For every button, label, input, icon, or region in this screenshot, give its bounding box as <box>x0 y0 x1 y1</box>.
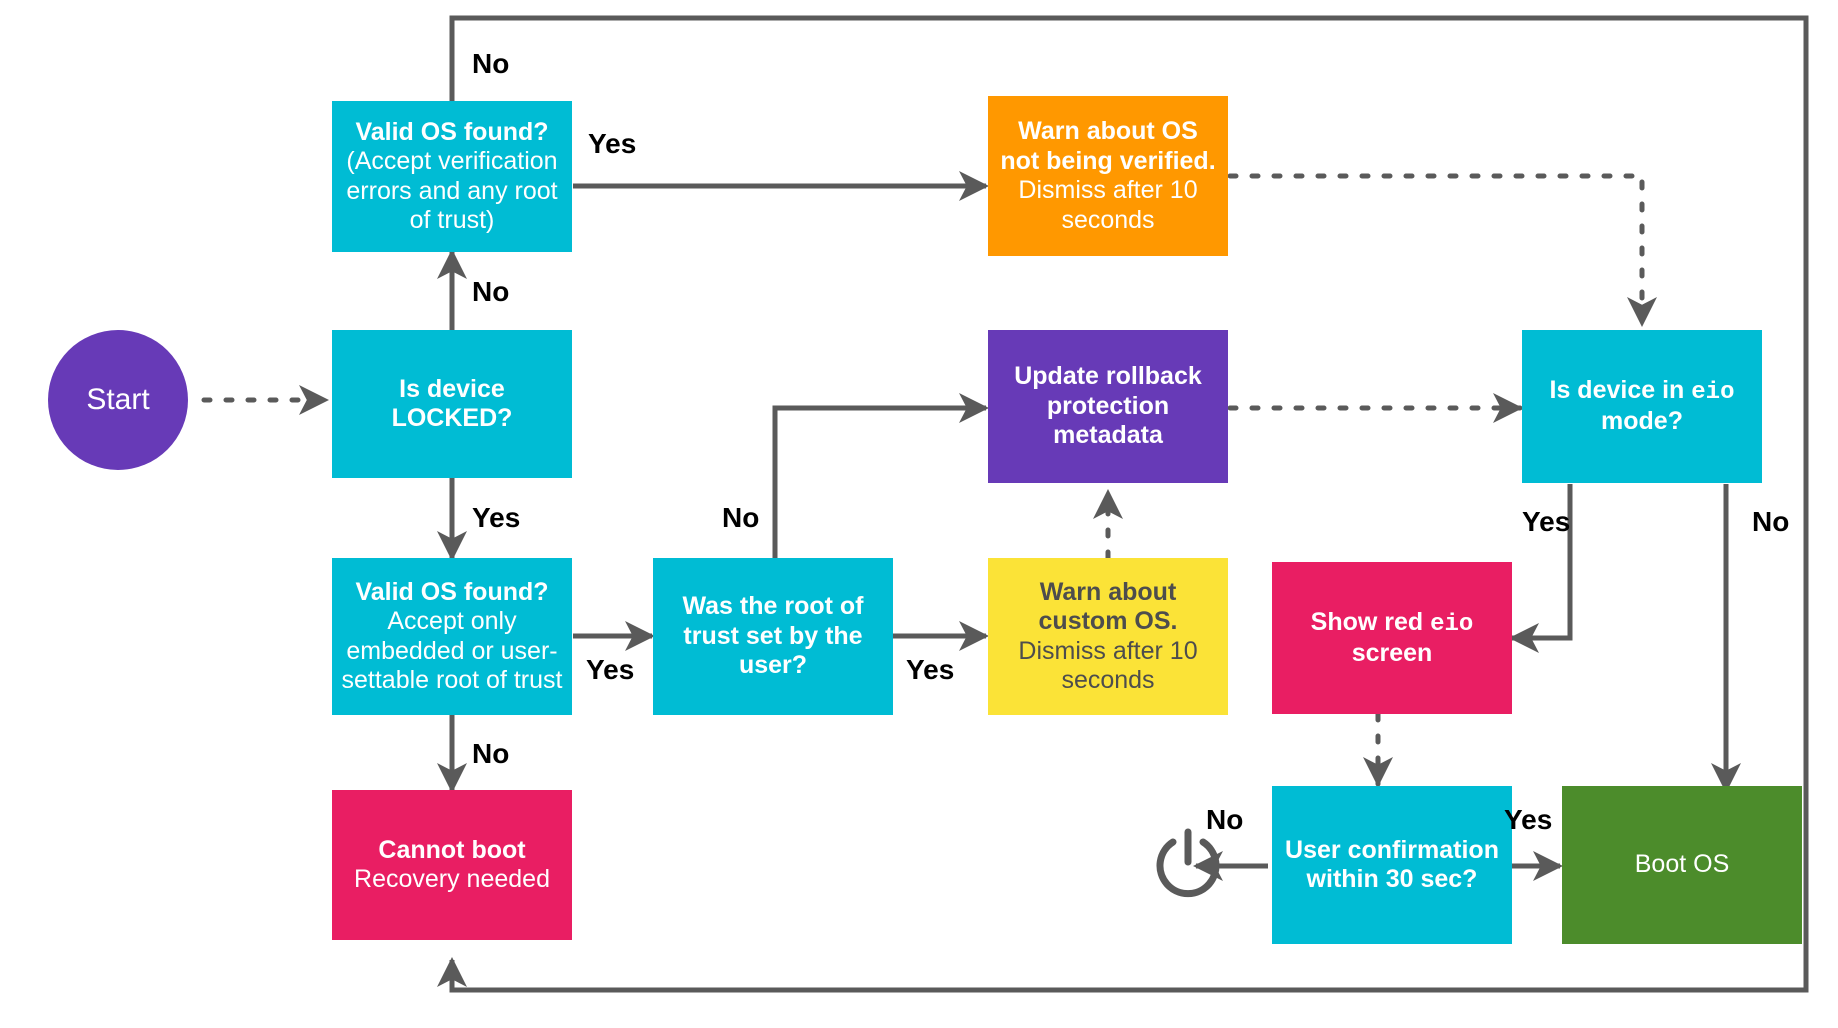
power-off-icon[interactable] <box>1146 822 1230 906</box>
eio-title-pre: Is device in <box>1549 376 1692 405</box>
root-of-trust-title: Was the root of trust set by the user? <box>682 592 864 680</box>
boot-os[interactable]: Boot OS <box>1562 786 1802 944</box>
show-red-eio-screen-title: Show red eio screen <box>1280 608 1504 669</box>
warn-custom-os-sub: Dismiss after 10 seconds <box>1018 636 1198 695</box>
warn-os-not-verified[interactable]: Warn about OS not being verified. Dismis… <box>988 96 1228 256</box>
boot-os-title: Boot OS <box>1634 850 1730 879</box>
update-rollback-title: Update rollback protection metadata <box>1014 362 1202 450</box>
edge-label-no-top: No <box>472 48 510 79</box>
valid-os-found-locked[interactable]: Valid OS found? Accept only embedded or … <box>332 558 572 715</box>
eio-title-mono: eio <box>1691 379 1735 407</box>
show-red-eio-screen[interactable]: Show red eio screen <box>1272 562 1512 714</box>
edge-label-yes-confirm: Yes <box>1504 804 1553 835</box>
root-of-trust-set-by-user[interactable]: Was the root of trust set by the user? <box>653 558 893 715</box>
edge-label-yes-unlocked: Yes <box>588 128 637 159</box>
is-device-in-eio-mode[interactable]: Is device in eio mode? <box>1522 330 1762 483</box>
cannot-boot[interactable]: Cannot boot Recovery needed <box>332 790 572 940</box>
update-rollback-protection-metadata[interactable]: Update rollback protection metadata <box>988 330 1228 483</box>
edge-label-yes-eio: Yes <box>1522 506 1571 537</box>
valid-os-found-locked-title: Valid OS found? <box>355 577 549 606</box>
warn-custom-os-title: Warn about custom OS. <box>1038 577 1178 636</box>
user-confirmation-within-30-sec[interactable]: User confirmation within 30 sec? <box>1272 786 1512 944</box>
redeio-title-pre: Show red <box>1310 607 1431 636</box>
redeio-title-post: screen <box>1351 638 1433 667</box>
start-node-label: Start <box>86 383 150 417</box>
edge-eio-yes-redscreen <box>1509 484 1573 653</box>
edge-unlocked-no-loop <box>437 15 1809 993</box>
valid-os-found-unlocked-title: Valid OS found? <box>355 117 549 146</box>
power-off-glyph <box>1156 828 1220 898</box>
edge-label-yes-valid-os: Yes <box>586 654 635 685</box>
edge-label-no-rot: No <box>722 502 760 533</box>
start-node[interactable]: Start <box>48 330 188 470</box>
cannot-boot-sub: Recovery needed <box>354 865 550 893</box>
edge-label-no-locked-up: No <box>472 276 510 307</box>
cannot-boot-title: Cannot boot <box>378 835 526 864</box>
edge-label-yes-locked: Yes <box>472 502 521 533</box>
valid-os-found-locked-sub: Accept only embedded or user-settable ro… <box>341 607 563 694</box>
redeio-title-mono: eio <box>1430 610 1474 638</box>
valid-os-found-unlocked-sub: (Accept verification errors and any root… <box>346 147 558 234</box>
is-device-in-eio-mode-title: Is device in eio mode? <box>1530 376 1754 437</box>
warn-os-not-verified-title: Warn about OS not being verified. <box>1000 117 1216 175</box>
user-confirmation-title: User confirmation within 30 sec? <box>1285 835 1499 894</box>
edge-rot-no-rollback <box>772 393 989 558</box>
eio-title-post: mode? <box>1601 407 1683 436</box>
edge-warnunverified-eio <box>1227 173 1657 327</box>
valid-os-found-unlocked[interactable]: Valid OS found? (Accept verification err… <box>332 101 572 252</box>
is-device-locked[interactable]: Is device LOCKED? <box>332 330 572 478</box>
warn-os-not-verified-sub: Dismiss after 10 seconds <box>1018 176 1198 234</box>
edge-label-no-valid-os: No <box>472 738 510 769</box>
edge-label-no-eio: No <box>1752 506 1790 537</box>
is-device-locked-title: Is device LOCKED? <box>391 374 513 433</box>
edge-label-no-confirm: No <box>1206 804 1244 835</box>
warn-custom-os[interactable]: Warn about custom OS. Dismiss after 10 s… <box>988 558 1228 715</box>
edge-label-yes-rot: Yes <box>906 654 955 685</box>
